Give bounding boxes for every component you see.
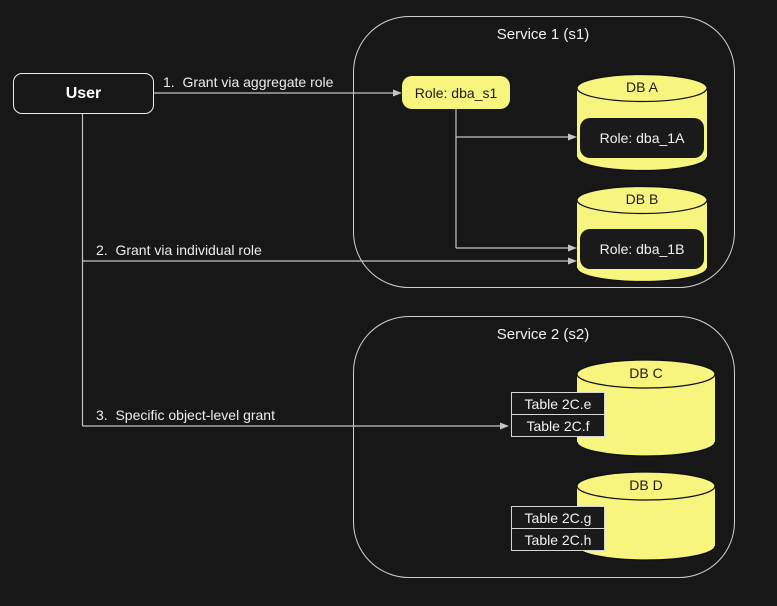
- role-dba-1b-label: Role: dba_1B: [599, 241, 685, 257]
- service-2-container: [353, 316, 735, 578]
- role-dba-1a-label: Role: dba_1A: [599, 130, 685, 146]
- db-d-label: DB D: [629, 477, 663, 493]
- edge-label-object-level-grant: 3. Specific object-level grant: [96, 407, 275, 423]
- db-c-label: DB C: [629, 365, 663, 381]
- table-2cf-label: Table 2C.f: [526, 417, 590, 434]
- table-2ce-node: Table 2C.e: [511, 392, 605, 415]
- role-dba-s1-label: Role: dba_s1: [414, 84, 498, 101]
- service-1-title: Service 1 (s1): [496, 26, 590, 43]
- table-2cg-node: Table 2C.g: [511, 506, 605, 529]
- table-2ce-label: Table 2C.e: [524, 395, 592, 412]
- role-dba-1b-node: Role: dba_1B: [580, 229, 704, 269]
- service-1-container: [353, 16, 735, 288]
- user-label: User: [65, 84, 102, 102]
- table-2cg-label: Table 2C.g: [524, 509, 592, 526]
- table-2ch-node: Table 2C.h: [511, 528, 605, 551]
- table-2ch-label: Table 2C.h: [524, 531, 592, 548]
- user-node: User: [13, 73, 154, 114]
- edge-label-aggregate-role: 1. Grant via aggregate role: [163, 74, 334, 90]
- db-a-label: DB A: [626, 79, 658, 95]
- role-dba-1a-node: Role: dba_1A: [580, 118, 704, 158]
- edge-label-individual-role: 2. Grant via individual role: [96, 242, 262, 258]
- db-b-label: DB B: [625, 191, 659, 207]
- role-dba-s1-node: Role: dba_s1: [402, 76, 510, 109]
- table-2cf-node: Table 2C.f: [511, 414, 605, 437]
- service-2-title: Service 2 (s2): [496, 326, 590, 343]
